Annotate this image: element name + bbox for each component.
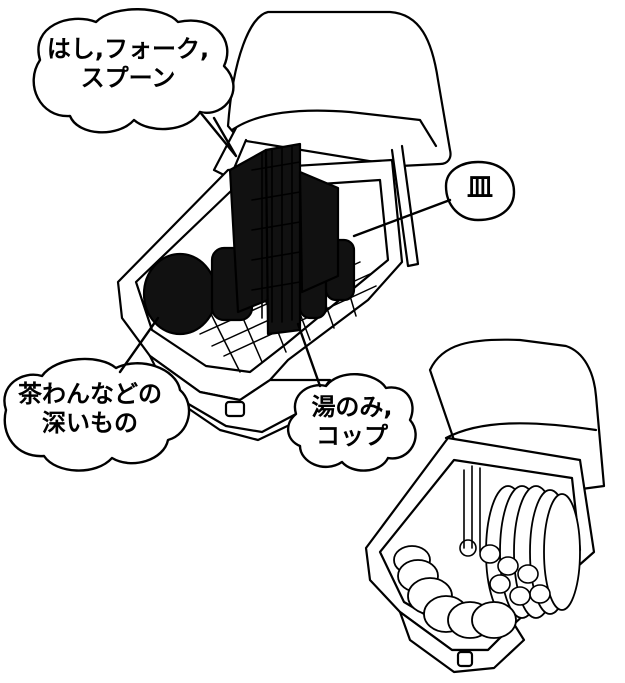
label-plates: 皿 [450, 173, 510, 204]
dryer-lid [226, 10, 452, 168]
plate-stack [228, 142, 340, 336]
callout-plates-bubble [444, 160, 516, 222]
callouts [3, 8, 516, 472]
callout-cups-bubble [287, 372, 417, 472]
label-utensils-line2: スプーン [80, 63, 176, 92]
callout-utensils-bubble [32, 8, 235, 134]
label-cups: 湯のみ, コップ [296, 393, 408, 451]
label-utensils-line1: はし,フォーク, [46, 35, 210, 63]
label-bowls: 茶わんなどの 深いもの [0, 380, 180, 438]
dish-dryer-secondary [364, 338, 606, 674]
label-bowls-line2: 深いもの [42, 408, 138, 437]
label-cups-line1: 湯のみ, [311, 393, 393, 421]
callout-bowls-bubble [3, 357, 191, 472]
label-cups-line2: コップ [316, 421, 388, 450]
dish-dryer-main [116, 10, 452, 442]
label-utensils: はし,フォーク, スプーン [42, 35, 214, 93]
label-plates-text: 皿 [466, 173, 493, 203]
label-bowls-line1: 茶わんなどの [18, 380, 162, 408]
